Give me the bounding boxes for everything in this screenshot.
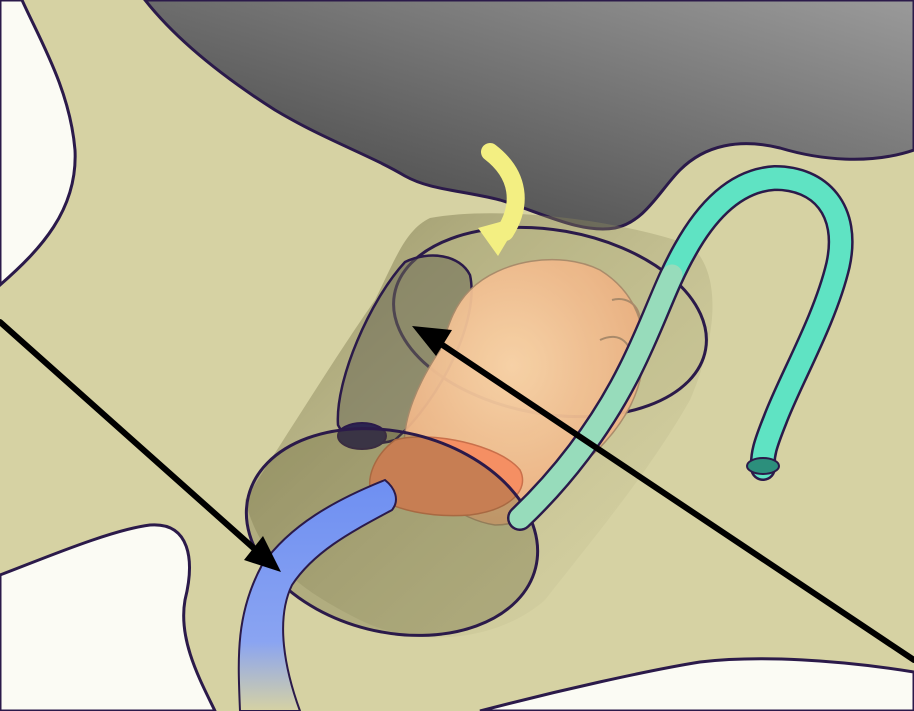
teal-vessel-end (747, 458, 779, 474)
